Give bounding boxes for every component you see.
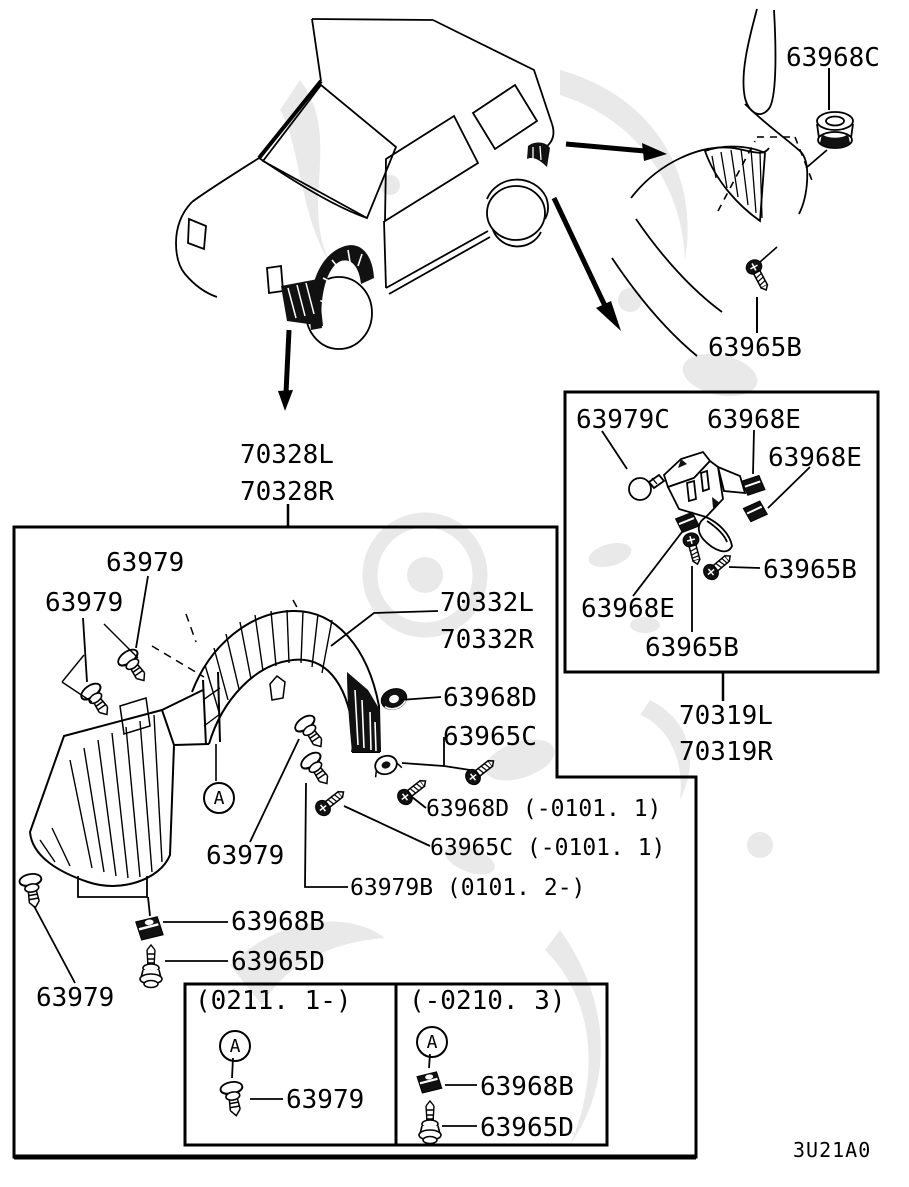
marker-a-main: A xyxy=(203,782,235,814)
screw-63965b-rearbox-icons xyxy=(682,532,732,581)
part-label-63965b-rear: 63965B xyxy=(708,333,802,363)
rear-box-leader-lines xyxy=(601,429,811,632)
table-label-63965d: 63965D xyxy=(480,1113,574,1143)
part-label-63979-top: 63979 xyxy=(106,548,185,578)
clip-63968e-icons xyxy=(674,474,769,534)
part-label-63965b-bottom: 63965B xyxy=(645,633,739,663)
part-label-70328l: 70328L xyxy=(240,440,334,470)
callout-arrows xyxy=(278,141,667,411)
part-label-63968d: 63968D xyxy=(443,683,537,713)
part-label-63965d: 63965D xyxy=(231,947,325,977)
plug-63979c-icon xyxy=(628,473,666,501)
part-label-63968e-right: 63968E xyxy=(768,443,862,473)
part-label-63968b: 63968B xyxy=(231,907,325,937)
rear-fender-detail xyxy=(611,8,830,357)
part-label-63979-bottom: 63979 xyxy=(36,983,115,1013)
part-label-63979b-late: 63979B (0101. 2-) xyxy=(350,875,586,901)
clip-63979-icons xyxy=(17,645,337,1119)
part-label-63965c: 63965C xyxy=(443,722,537,752)
part-label-63979-mid: 63979 xyxy=(206,841,285,871)
part-label-63968e-bottom: 63968E xyxy=(581,594,675,624)
car-illustration xyxy=(175,18,555,350)
nut-63968c-icon xyxy=(816,111,854,149)
part-label-63979c: 63979C xyxy=(576,405,670,435)
part-label-70332r: 70332R xyxy=(440,625,534,655)
part-label-70328r: 70328R xyxy=(240,477,334,507)
rear-liner-bracket xyxy=(662,450,747,553)
nut-mid-icon xyxy=(374,754,403,778)
front-box-leader-lines xyxy=(33,575,477,1127)
table-label-63968b: 63968B xyxy=(480,1072,574,1102)
nut-63968d-icon xyxy=(380,688,408,710)
part-label-70319r: 70319R xyxy=(679,737,773,767)
table-period-early: (-0210. 3) xyxy=(409,986,566,1016)
drawing-code: 3U21A0 xyxy=(793,1138,872,1162)
part-label-63968e-top: 63968E xyxy=(707,405,801,435)
rear-liner-box xyxy=(563,390,880,674)
marker-a-table-early: A xyxy=(416,1026,448,1058)
part-label-63968c: 63968C xyxy=(786,43,880,73)
part-label-63979-left: 63979 xyxy=(45,588,124,618)
screw-63965b-rear-icon xyxy=(745,259,769,291)
part-label-70319l: 70319L xyxy=(679,701,773,731)
front-liner-drawing xyxy=(28,599,381,917)
table-label-63979: 63979 xyxy=(286,1085,365,1115)
part-label-70332l: 70332L xyxy=(440,588,534,618)
table-period-late: (0211. 1-) xyxy=(195,986,352,1016)
marker-a-table-late: A xyxy=(219,1030,251,1062)
part-label-63965c-early: 63965C (-0101. 1) xyxy=(430,835,666,861)
part-label-63965b-right: 63965B xyxy=(763,555,857,585)
part-label-63968d-early: 63968D (-0101. 1) xyxy=(426,796,662,822)
